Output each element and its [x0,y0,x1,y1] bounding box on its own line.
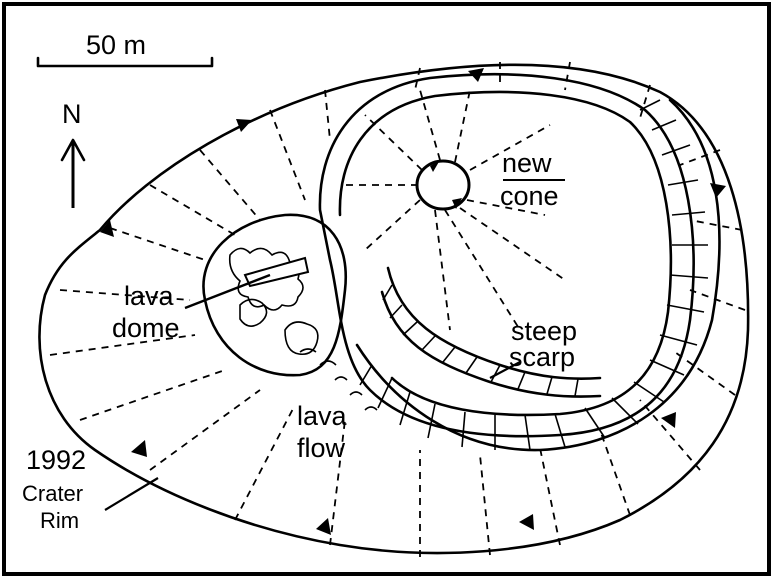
steep-scarp-lower [380,290,602,398]
scale-bar: 50 m [36,30,214,68]
label-lava-flow: lava flow [297,401,348,463]
svg-text:lava: lava [297,401,348,431]
svg-text:1992: 1992 [26,445,86,475]
lava-dome-leader [184,273,271,310]
rim-tick-marks [100,68,726,535]
label-lava-dome: lava dome [112,281,180,343]
scale-bar-label: 50 m [86,30,146,60]
scarp-hachures [382,284,579,397]
svg-text:cone: cone [500,181,559,211]
svg-text:steep: steep [511,316,577,346]
svg-text:new: new [502,148,552,178]
north-arrow: N [60,99,86,208]
crater-rim-leader [104,477,159,511]
rim-band-inner [338,90,673,417]
svg-text:Rim: Rim [40,508,79,533]
label-new-cone: new cone [500,148,565,211]
svg-text:dome: dome [112,313,180,343]
crater-rim-1992 [38,63,750,555]
outer-hachures [49,61,746,557]
label-steep-scarp: steep scarp [509,316,577,372]
new-cone [340,89,566,331]
svg-text:lava: lava [124,281,175,311]
svg-text:flow: flow [297,433,346,463]
lava-dome-outline [202,213,348,377]
inner-crater-rim [318,72,695,438]
steep-scarp-leader [489,361,521,379]
rim-band-outer [355,98,721,452]
svg-text:scarp: scarp [509,342,575,372]
rim-band-hachures [359,99,709,451]
label-crater-rim: 1992 Crater Rim [22,445,86,533]
svg-text:Crater: Crater [22,481,83,506]
north-label: N [62,99,82,129]
